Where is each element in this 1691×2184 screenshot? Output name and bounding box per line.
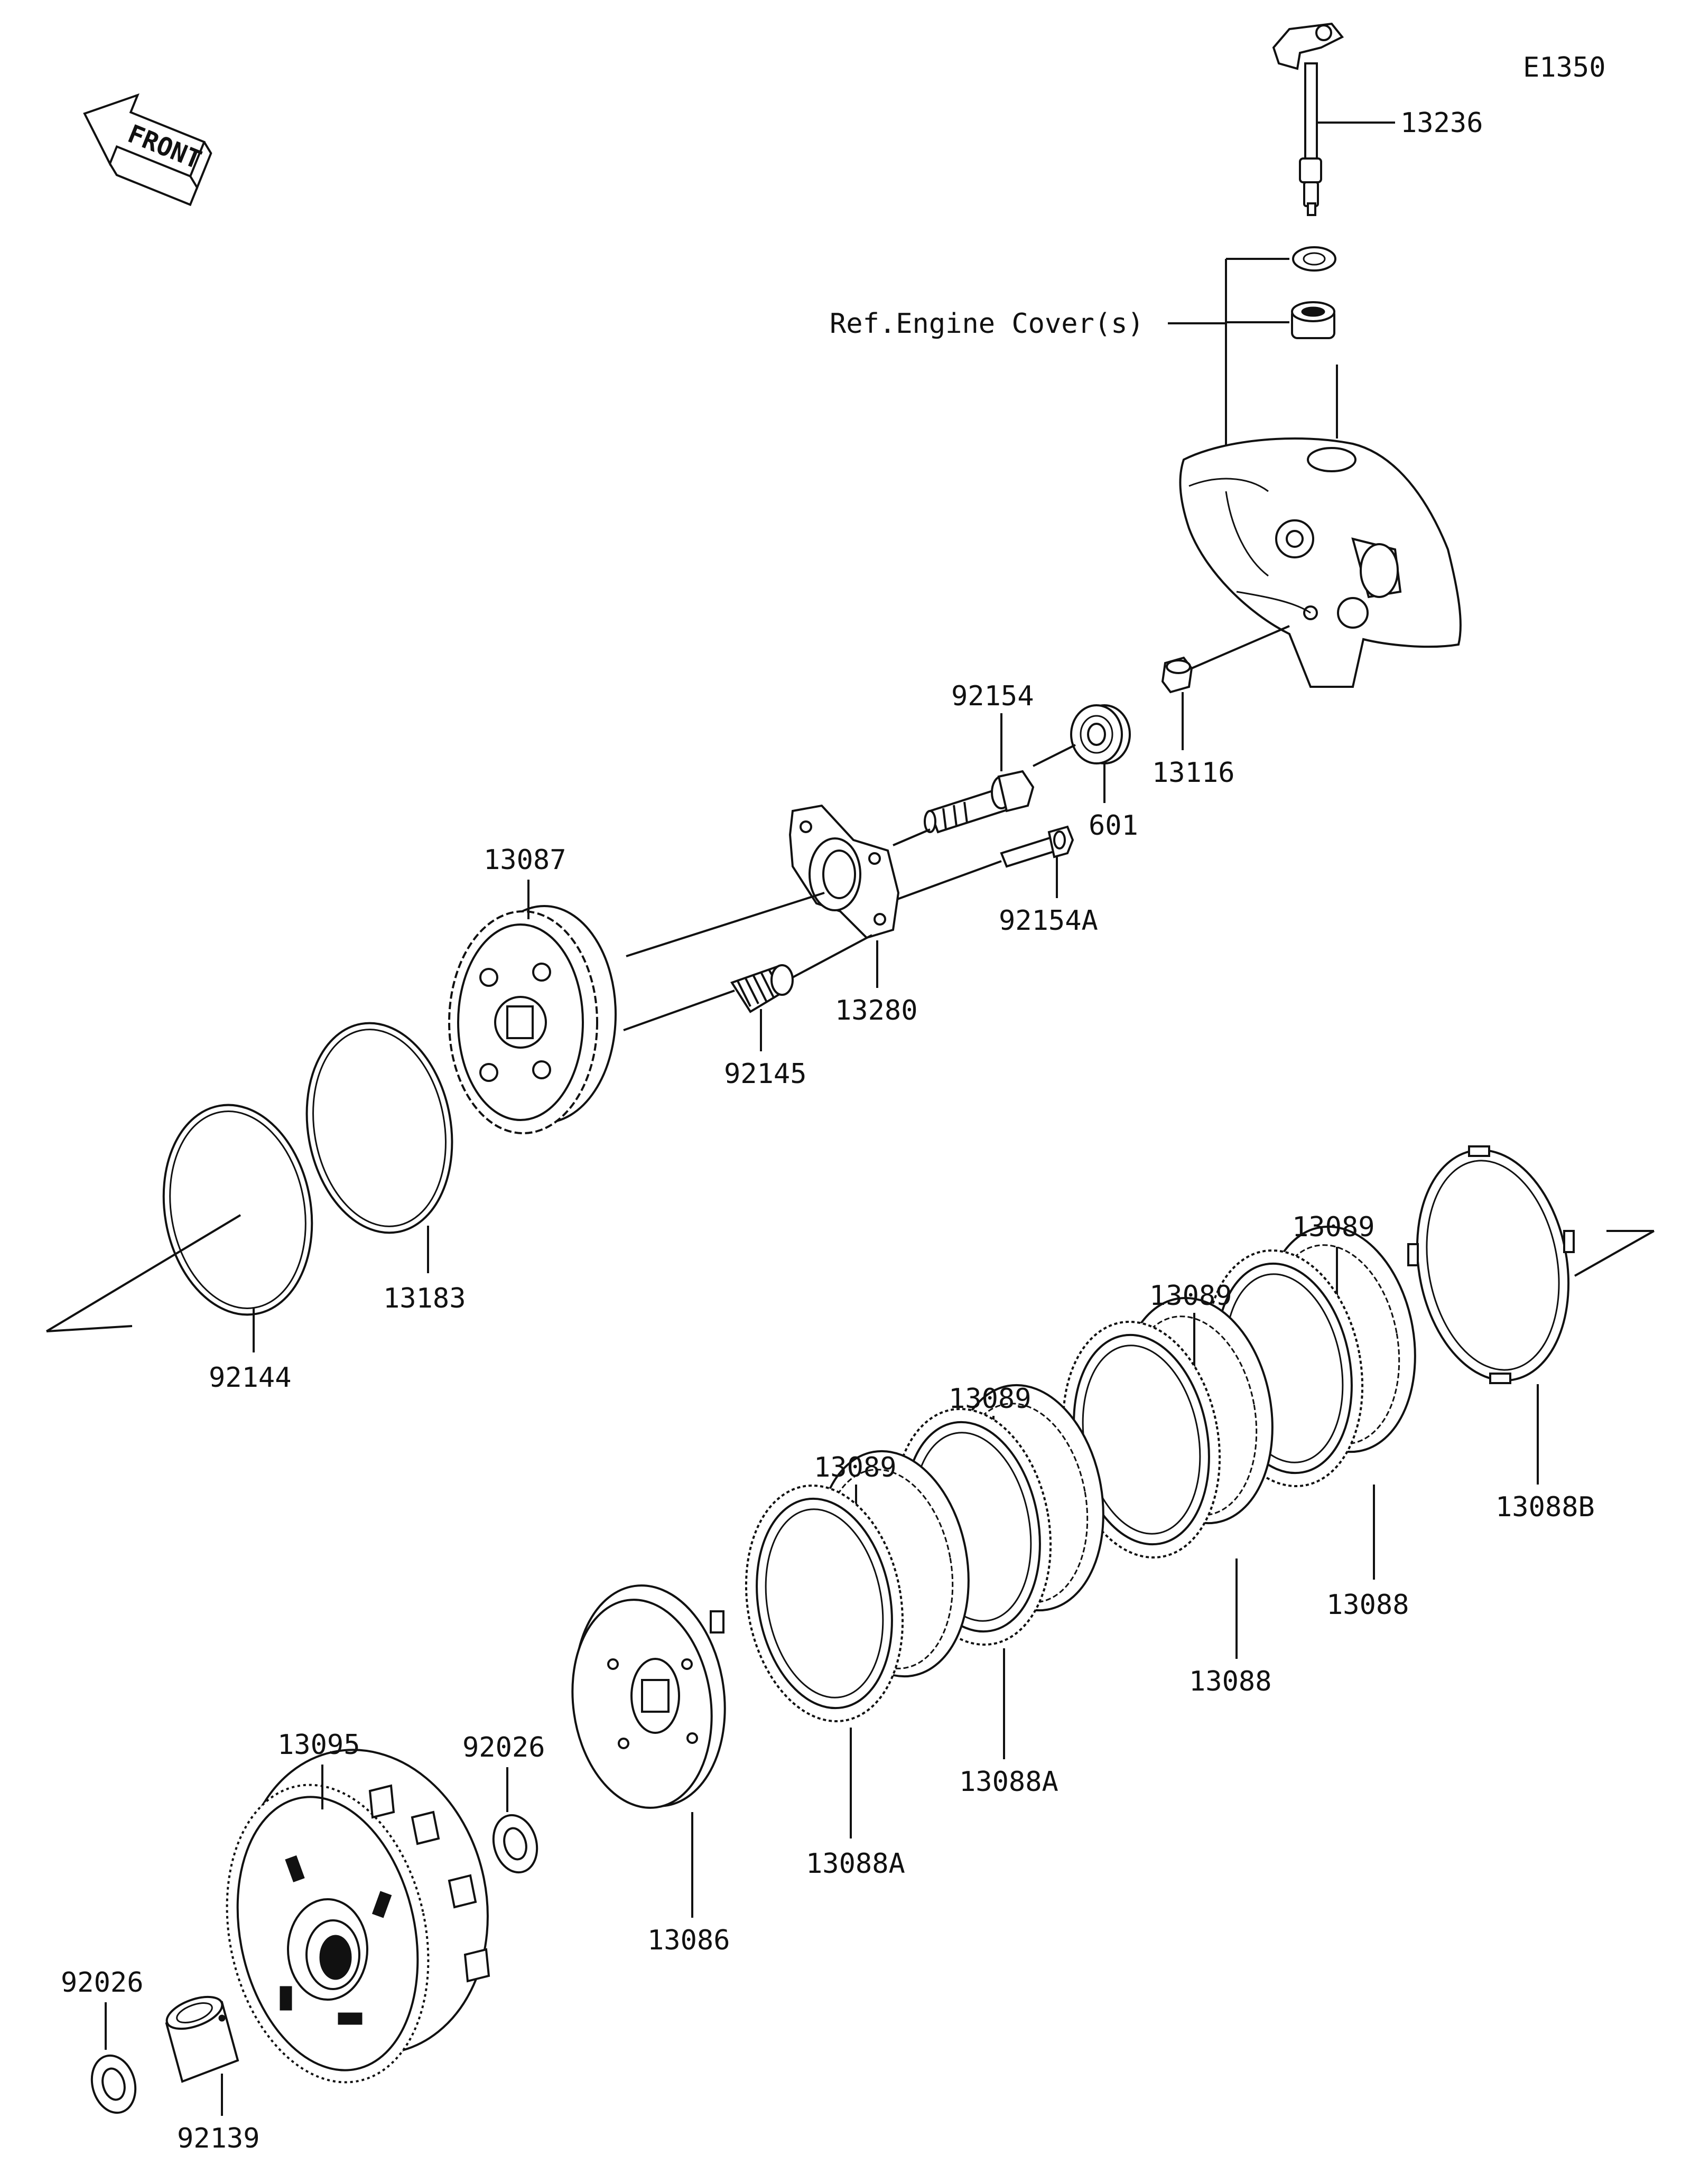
- friction-plate-13088A-1: 13088A: [745, 1484, 905, 1880]
- clutch-lever-shaft: 13236: [1272, 22, 1483, 216]
- part-label-92154: 92154: [951, 680, 1034, 712]
- part-label-13183: 13183: [383, 1283, 466, 1314]
- part-label-92026-left: 92026: [61, 1967, 144, 1999]
- clutch-plate-13088B: 13088B: [1407, 1145, 1595, 1523]
- part-label-13116: 13116: [1152, 757, 1235, 789]
- sleeve-92139: 92139: [165, 1995, 260, 2154]
- part-label-13088-2: 13088: [1326, 1589, 1409, 1621]
- pressure-plate-13086: 13086: [571, 1584, 730, 1956]
- clutch-hub-13087: 13087: [448, 844, 825, 1134]
- front-arrow-icon: FRONT: [83, 93, 212, 207]
- ball-bearing-601: 601: [1033, 704, 1138, 842]
- bolt-92154A: 92154A: [893, 825, 1098, 937]
- part-label-601: 601: [1089, 810, 1138, 842]
- part-label-13089-4: 13089: [1292, 1211, 1375, 1243]
- diagram-code: E1350: [1523, 52, 1606, 83]
- part-label-13095: 13095: [277, 1729, 360, 1761]
- part-label-13088A-1: 13088A: [806, 1848, 905, 1880]
- part-label-13088-1: 13088: [1189, 1666, 1272, 1697]
- part-label-13088B: 13088B: [1495, 1491, 1595, 1523]
- part-label-13089-3: 13089: [1149, 1280, 1232, 1312]
- part-label-92145: 92145: [724, 1058, 807, 1090]
- lifter-plate-13280: 13280: [788, 804, 918, 1026]
- bolt-92154: 92154: [893, 680, 1035, 846]
- part-label-92139: 92139: [177, 2123, 260, 2154]
- part-label-13087: 13087: [484, 844, 566, 876]
- oil-seal: [1292, 246, 1336, 272]
- engine-cover: [1179, 437, 1462, 688]
- part-label-92026-middle: 92026: [462, 1732, 545, 1763]
- part-label-13236: 13236: [1400, 107, 1483, 139]
- clutch-housing-13095: 13095: [226, 1729, 490, 2084]
- washer-92026-left: 92026: [61, 1967, 144, 2114]
- ref-engine-cover-bracket: Ref.Engine Cover(s): [830, 258, 1338, 461]
- collar-13116: 13116: [1152, 625, 1290, 789]
- washer-92026-middle: 92026: [462, 1732, 545, 1874]
- part-label-92144: 92144: [209, 1362, 292, 1394]
- needle-bearing: [1291, 301, 1335, 339]
- axis-line-right: [1574, 1230, 1655, 1277]
- spring-92145: 92145: [623, 934, 872, 1090]
- ref-engine-cover-label: Ref.Engine Cover(s): [830, 308, 1144, 340]
- part-label-13086: 13086: [647, 1925, 730, 1956]
- axis-line-left: [45, 1214, 241, 1332]
- wire-ring-13183: 13183: [305, 1022, 466, 1314]
- wire-ring-92144: 92144: [162, 1104, 313, 1394]
- part-label-92154A: 92154A: [999, 905, 1098, 937]
- part-label-13280: 13280: [835, 995, 918, 1026]
- part-label-13089-1: 13089: [814, 1452, 897, 1483]
- part-label-13088A-2: 13088A: [959, 1766, 1058, 1798]
